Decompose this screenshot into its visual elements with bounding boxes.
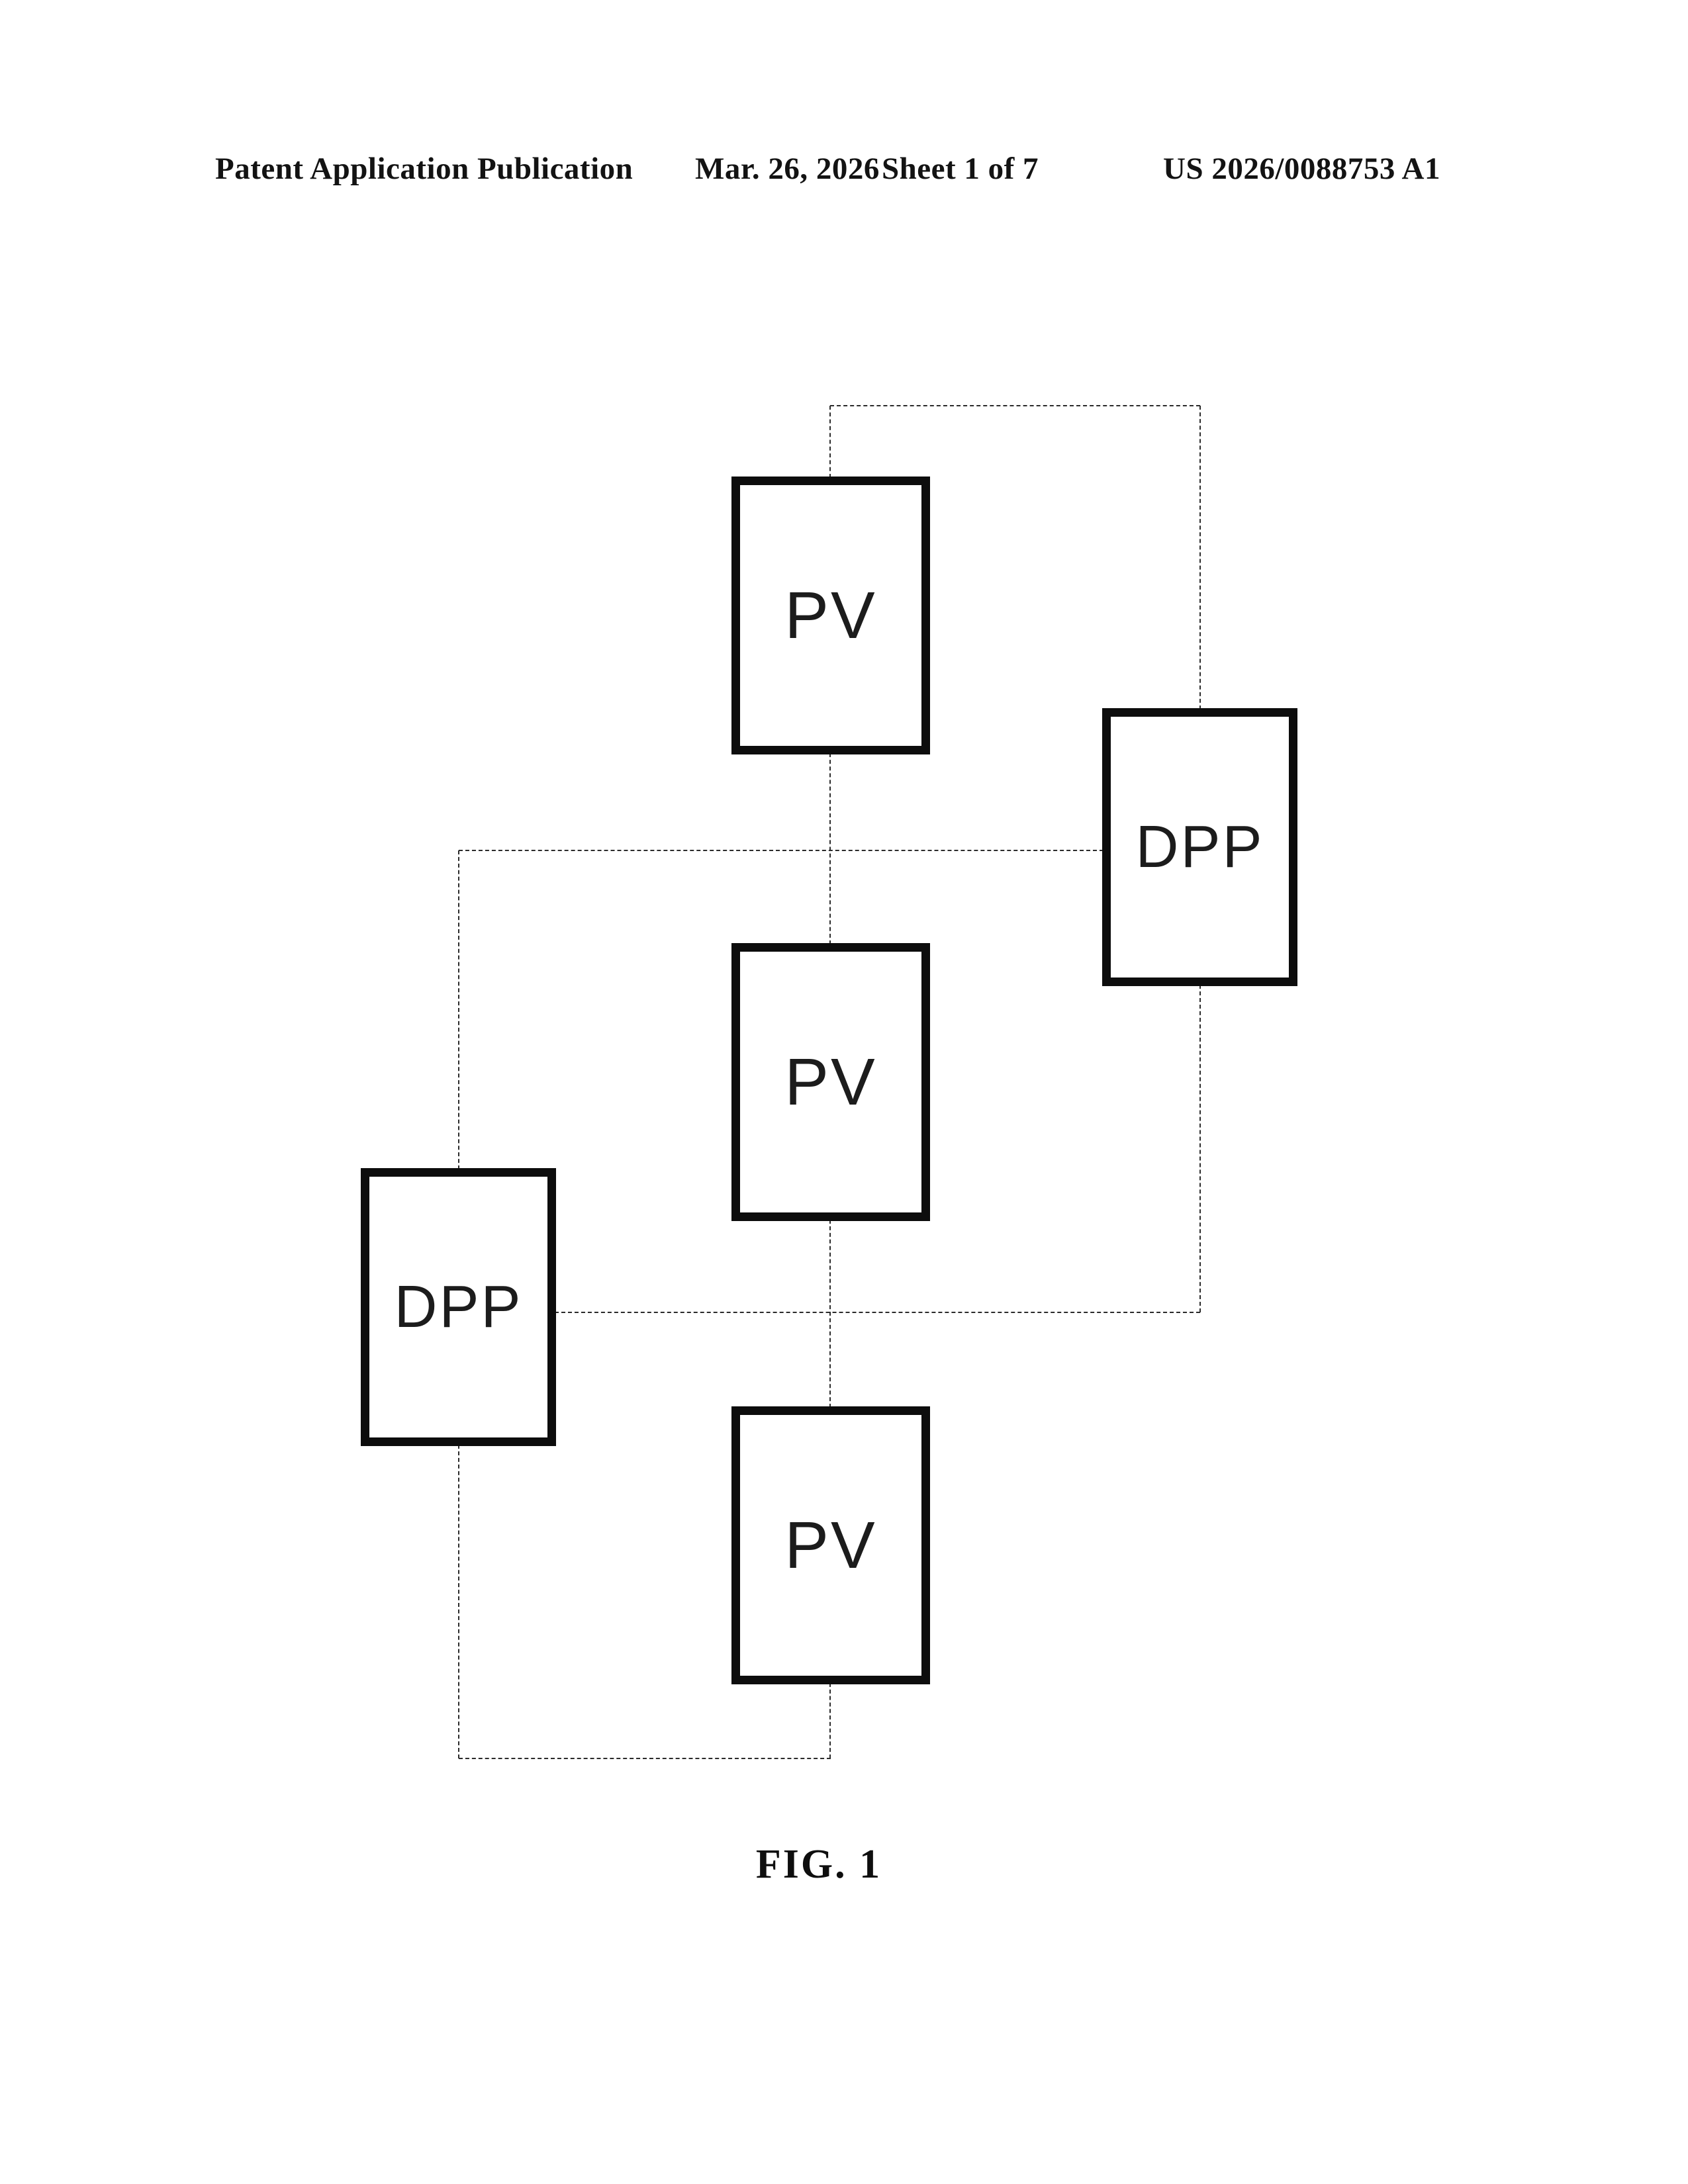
node-pv2: PV [731, 943, 930, 1221]
node-label-pv3: PV [784, 1508, 877, 1582]
figure-caption: FIG. 1 [755, 1842, 882, 1887]
wire-dpp-left-top-drop [458, 850, 459, 1169]
wire-pv2-pv3-link [829, 1220, 831, 1408]
header-date: Mar. 26, 2026 [695, 152, 880, 186]
wire-mid-rail [459, 850, 1103, 851]
node-label-pv1: PV [784, 578, 877, 653]
wire-pv3-bottom-riser [829, 1683, 831, 1758]
wire-dpp-left-bottom-drop [458, 1445, 459, 1758]
node-label-dpp-right: DPP [1135, 814, 1264, 880]
node-pv1: PV [731, 477, 930, 754]
wire-dpp-right-top-drop [1199, 406, 1201, 709]
wire-bottom-rail [459, 1758, 831, 1759]
node-label-dpp-left: DPP [394, 1274, 523, 1340]
wire-pv1-top-riser [829, 406, 831, 478]
header-document-number: US 2026/0088753 A1 [1163, 152, 1440, 186]
wire-top-rail [830, 405, 1200, 406]
node-dpp-right: DPP [1102, 708, 1297, 986]
header-publication-label: Patent Application Publication [215, 152, 633, 186]
node-label-pv2: PV [784, 1045, 877, 1119]
node-dpp-left: DPP [361, 1168, 556, 1446]
node-pv3: PV [731, 1406, 930, 1684]
header-sheet-number: Sheet 1 of 7 [882, 152, 1039, 186]
wire-pv1-pv2-link [829, 753, 831, 944]
wire-lower-rail [555, 1312, 1200, 1313]
wire-dpp-right-bottom-drop [1199, 985, 1201, 1312]
